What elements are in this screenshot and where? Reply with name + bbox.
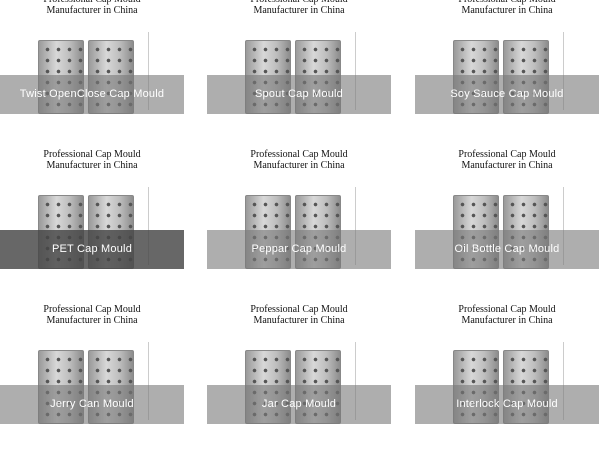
product-card[interactable]: Professional Cap Mould Manufacturer in C… bbox=[207, 0, 391, 154]
product-title-link[interactable]: PET Cap Mould bbox=[0, 230, 184, 269]
caption-line-1: Professional Cap Mould bbox=[43, 149, 141, 160]
product-image-caption: Professional Cap Mould Manufacturer in C… bbox=[415, 149, 599, 171]
product-title-link[interactable]: Jar Cap Mould bbox=[207, 385, 391, 424]
product-card[interactable]: Professional Cap Mould Manufacturer in C… bbox=[207, 149, 391, 309]
product-title-link[interactable]: Oil Bottle Cap Mould bbox=[415, 230, 599, 269]
caption-line-2: Manufacturer in China bbox=[46, 5, 138, 16]
product-title-link[interactable]: Jerry Can Mould bbox=[0, 385, 184, 424]
caption-line-2: Manufacturer in China bbox=[46, 160, 138, 171]
product-card[interactable]: Professional Cap Mould Manufacturer in C… bbox=[0, 149, 184, 309]
product-card[interactable]: Professional Cap Mould Manufacturer in C… bbox=[207, 304, 391, 464]
caption-line-2: Manufacturer in China bbox=[461, 160, 553, 171]
caption-line-2: Manufacturer in China bbox=[461, 5, 553, 16]
product-image-caption: Professional Cap Mould Manufacturer in C… bbox=[207, 304, 391, 326]
caption-line-2: Manufacturer in China bbox=[253, 160, 345, 171]
caption-line-1: Professional Cap Mould bbox=[43, 304, 141, 315]
caption-line-2: Manufacturer in China bbox=[253, 315, 345, 326]
caption-line-1: Professional Cap Mould bbox=[207, 0, 391, 5]
product-card[interactable]: Professional Cap Mould Manufacturer in C… bbox=[415, 149, 599, 309]
product-card[interactable]: Professional Cap Mould Manufacturer in C… bbox=[415, 304, 599, 464]
caption-line-2: Manufacturer in China bbox=[461, 315, 553, 326]
caption-line-1: Professional Cap Mould bbox=[250, 149, 348, 160]
product-card[interactable]: Professional Cap Mould Manufacturer in C… bbox=[0, 0, 184, 154]
product-title-link[interactable]: Spout Cap Mould bbox=[207, 75, 391, 114]
product-image-caption: Professional Cap Mould Manufacturer in C… bbox=[207, 0, 391, 16]
product-title-link[interactable]: Soy Sauce Cap Mould bbox=[415, 75, 599, 114]
product-title-link[interactable]: Peppar Cap Mould bbox=[207, 230, 391, 269]
caption-line-1: Professional Cap Mould bbox=[250, 304, 348, 315]
product-image-caption: Professional Cap Mould Manufacturer in C… bbox=[207, 149, 391, 171]
caption-line-1: Professional Cap Mould bbox=[458, 149, 556, 160]
product-title-link[interactable]: Twist OpenClose Cap Mould bbox=[0, 75, 184, 114]
caption-line-2: Manufacturer in China bbox=[253, 5, 345, 16]
product-card[interactable]: Professional Cap Mould Manufacturer in C… bbox=[415, 0, 599, 154]
caption-line-2: Manufacturer in China bbox=[46, 315, 138, 326]
product-card[interactable]: Professional Cap Mould Manufacturer in C… bbox=[0, 304, 184, 464]
caption-line-1: Professional Cap Mould bbox=[0, 0, 184, 5]
product-image-caption: Professional Cap Mould Manufacturer in C… bbox=[0, 0, 184, 16]
caption-line-1: Professional Cap Mould bbox=[458, 304, 556, 315]
product-title-link[interactable]: Interlock Cap Mould bbox=[415, 385, 599, 424]
product-image-caption: Professional Cap Mould Manufacturer in C… bbox=[415, 0, 599, 16]
product-image-caption: Professional Cap Mould Manufacturer in C… bbox=[0, 149, 184, 171]
product-image-caption: Professional Cap Mould Manufacturer in C… bbox=[0, 304, 184, 326]
caption-line-1: Professional Cap Mould bbox=[415, 0, 599, 5]
product-image-caption: Professional Cap Mould Manufacturer in C… bbox=[415, 304, 599, 326]
